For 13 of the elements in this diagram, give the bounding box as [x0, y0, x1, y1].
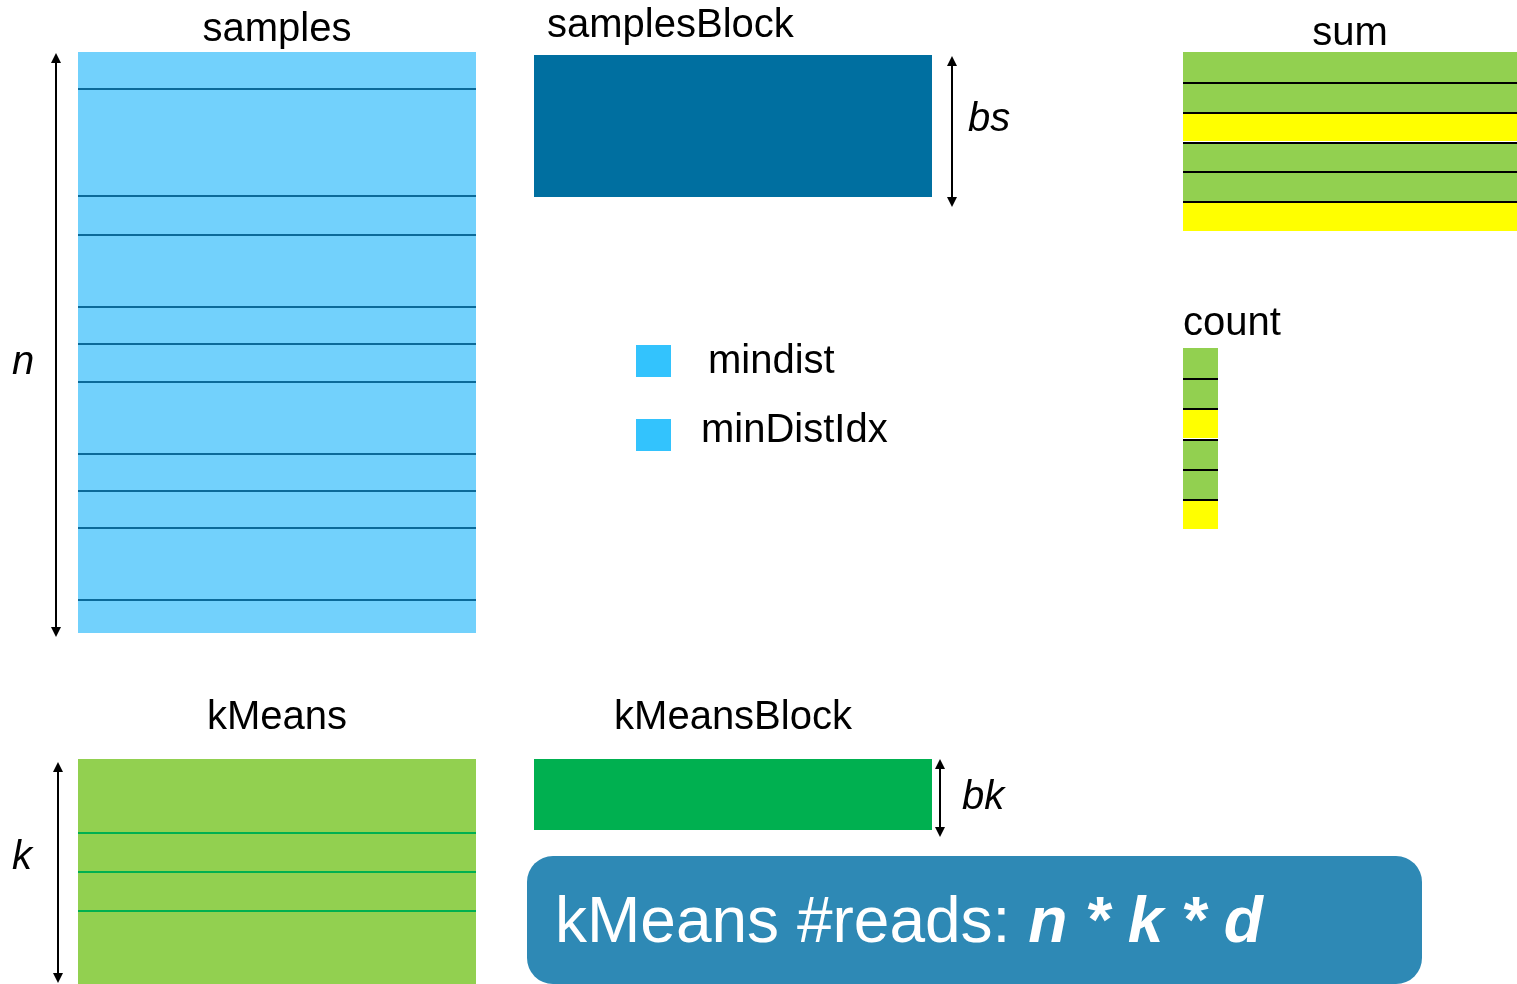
- array-title: samplesBlock: [547, 0, 794, 46]
- dimension-label: bs: [968, 94, 1011, 140]
- array-title: sum: [1311, 8, 1389, 54]
- array-title: kMeansBlock: [613, 692, 853, 738]
- dimension-label: bk: [962, 772, 1005, 818]
- result-banner: kMeans #reads: n * k * d: [527, 856, 1422, 984]
- array-title: kMeans: [205, 692, 349, 738]
- dimension-label: n: [12, 337, 35, 383]
- legend-label: mindist: [708, 336, 835, 382]
- array-title: count: [1183, 298, 1281, 344]
- array-title: samples: [201, 4, 353, 50]
- legend-label: minDistIdx: [701, 405, 888, 451]
- dimension-label: k: [12, 832, 32, 878]
